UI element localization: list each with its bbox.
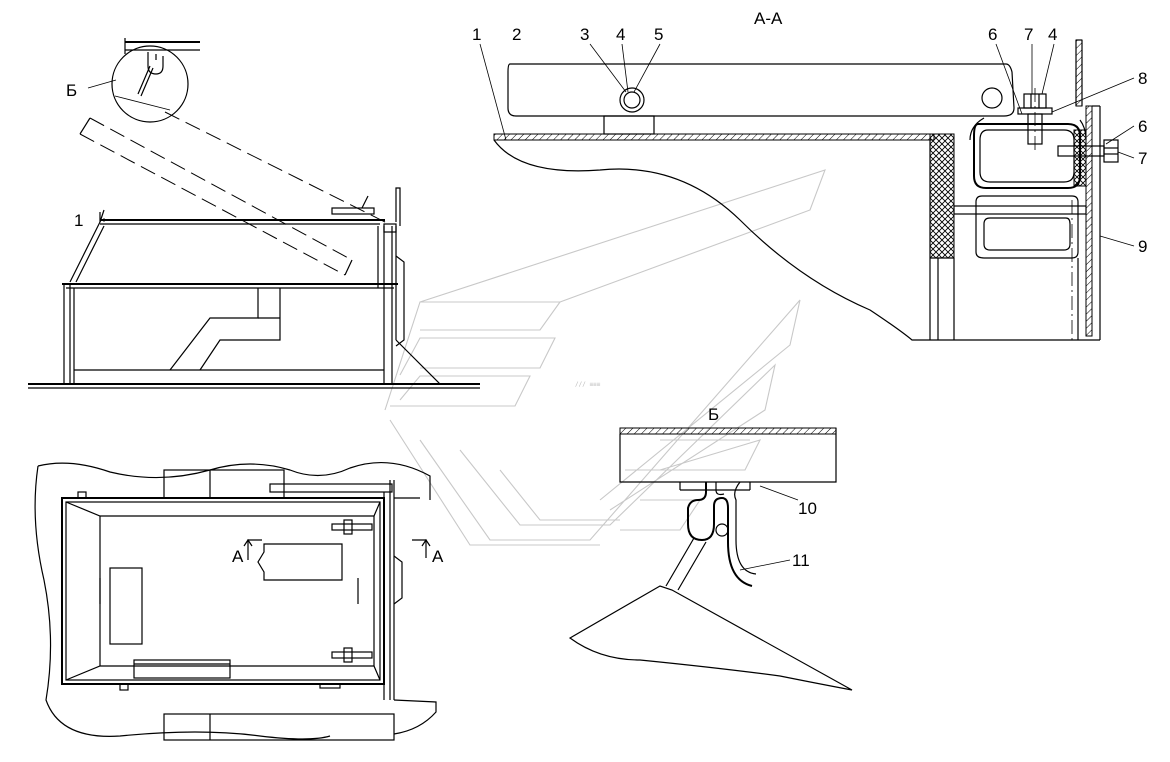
callout-aa-7a: 7 [1024,25,1033,44]
section-aa [493,39,1119,341]
callout-b-11: 11 [792,551,810,570]
section-aa-title: А-А [754,9,783,28]
watermark-chevrons: /// ≡≡≡ [384,169,826,546]
callout-aa-6a: 6 [988,25,997,44]
cut-label-left: А [232,547,244,566]
detail-b-title: Б [708,405,719,424]
leader-b [87,79,117,89]
callout-aa-8: 8 [1138,69,1147,88]
side-view [28,38,480,389]
callout-side-1: 1 [74,211,83,230]
callout-aa-4a: 4 [616,25,625,44]
callout-b-10: 10 [798,499,817,518]
callout-aa-3: 3 [580,25,589,44]
detail-b [568,427,853,691]
callout-aa-6b: 6 [1138,117,1147,136]
callout-aa-5: 5 [654,25,663,44]
plan-view [34,461,437,741]
callout-aa-1: 1 [472,25,481,44]
callout-aa-7b: 7 [1138,149,1147,168]
detail-circle-b [111,45,189,123]
leader-lines [103,43,1135,247]
callout-aa-9: 9 [1138,237,1147,256]
callout-aa-2: 2 [512,25,521,44]
labels: А-А Б Б А А 1 1 2 3 4 5 6 7 4 8 6 7 9 10… [66,9,1147,570]
svg-text:/// ≡≡≡: /// ≡≡≡ [575,381,601,388]
detail-b-callout: Б [66,81,77,100]
callout-aa-4b: 4 [1048,25,1057,44]
cut-label-right: А [432,547,444,566]
